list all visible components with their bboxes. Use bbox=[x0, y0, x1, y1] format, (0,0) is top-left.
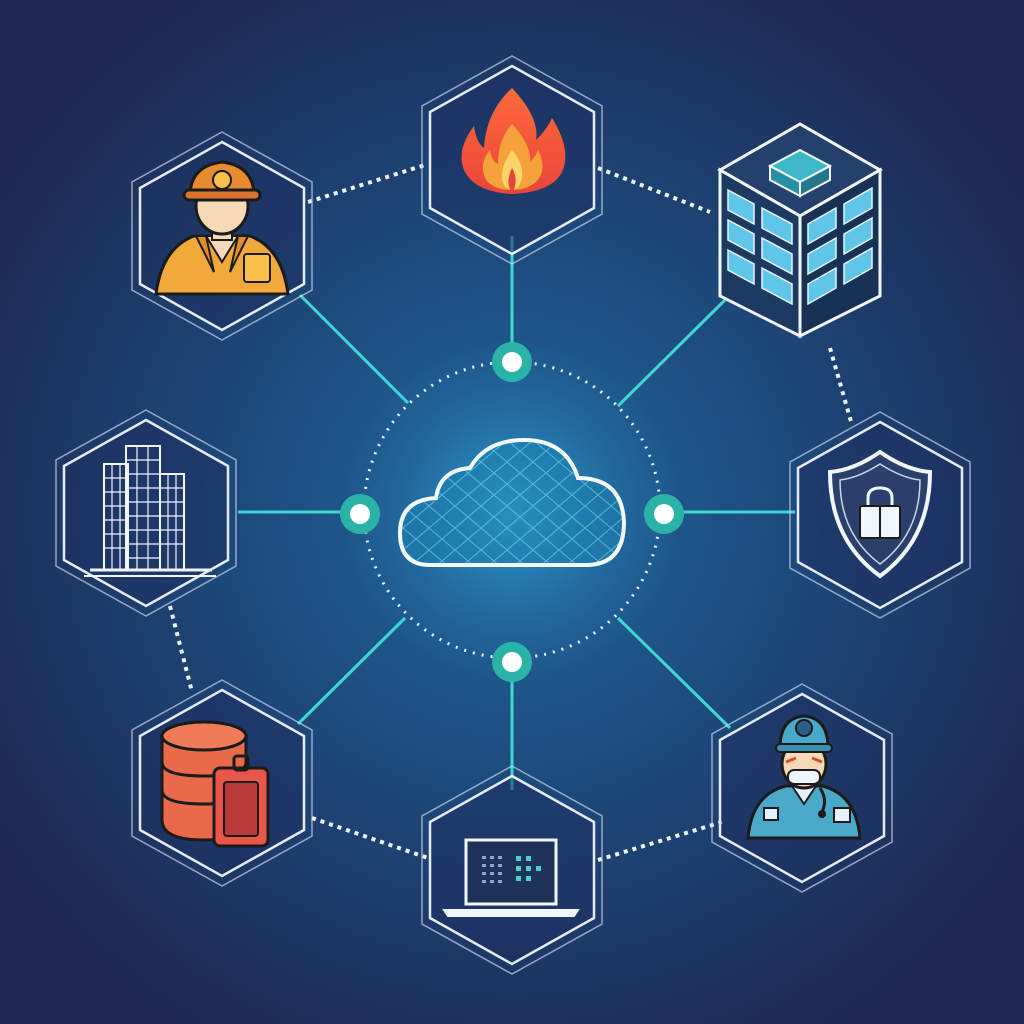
hex-right-outer bbox=[789, 411, 971, 619]
office-buildings-icon bbox=[84, 445, 216, 577]
connector-top-right bbox=[616, 298, 727, 408]
hex-bottom-right-outer bbox=[711, 683, 893, 893]
junction-node-right bbox=[644, 494, 684, 534]
hex-bottom-left-outer bbox=[131, 679, 313, 887]
cloud-network-icon bbox=[397, 437, 627, 567]
dotted-link-1 bbox=[307, 162, 429, 204]
laptop-monitoring-icon bbox=[442, 838, 580, 917]
data-center-building-icon bbox=[716, 122, 884, 339]
firefighter-icon bbox=[154, 160, 290, 296]
dotted-links bbox=[168, 162, 854, 862]
junction-node-top bbox=[492, 342, 532, 382]
engineer-with-helmet-icon bbox=[746, 714, 862, 840]
dotted-link-2 bbox=[597, 166, 711, 214]
hex-bottom-outer bbox=[421, 765, 603, 975]
connector-top-left bbox=[298, 293, 410, 405]
connector-bottom-right bbox=[616, 616, 732, 730]
junction-node-bottom bbox=[492, 642, 532, 682]
hex-left-outer bbox=[55, 409, 237, 617]
fire-icon bbox=[461, 88, 566, 194]
hex-top-outer bbox=[421, 55, 603, 265]
dotted-link-5 bbox=[311, 816, 429, 860]
connector-bottom-left bbox=[296, 616, 407, 726]
junction-nodes bbox=[340, 342, 684, 682]
security-shield-lock-icon bbox=[827, 449, 933, 579]
dotted-link-4 bbox=[168, 605, 194, 693]
dotted-link-6 bbox=[597, 820, 723, 862]
junction-node-left bbox=[340, 494, 380, 534]
database-with-tag-icon bbox=[160, 720, 270, 848]
dotted-link-3 bbox=[828, 347, 854, 426]
hex-top-left-outer bbox=[131, 131, 313, 341]
